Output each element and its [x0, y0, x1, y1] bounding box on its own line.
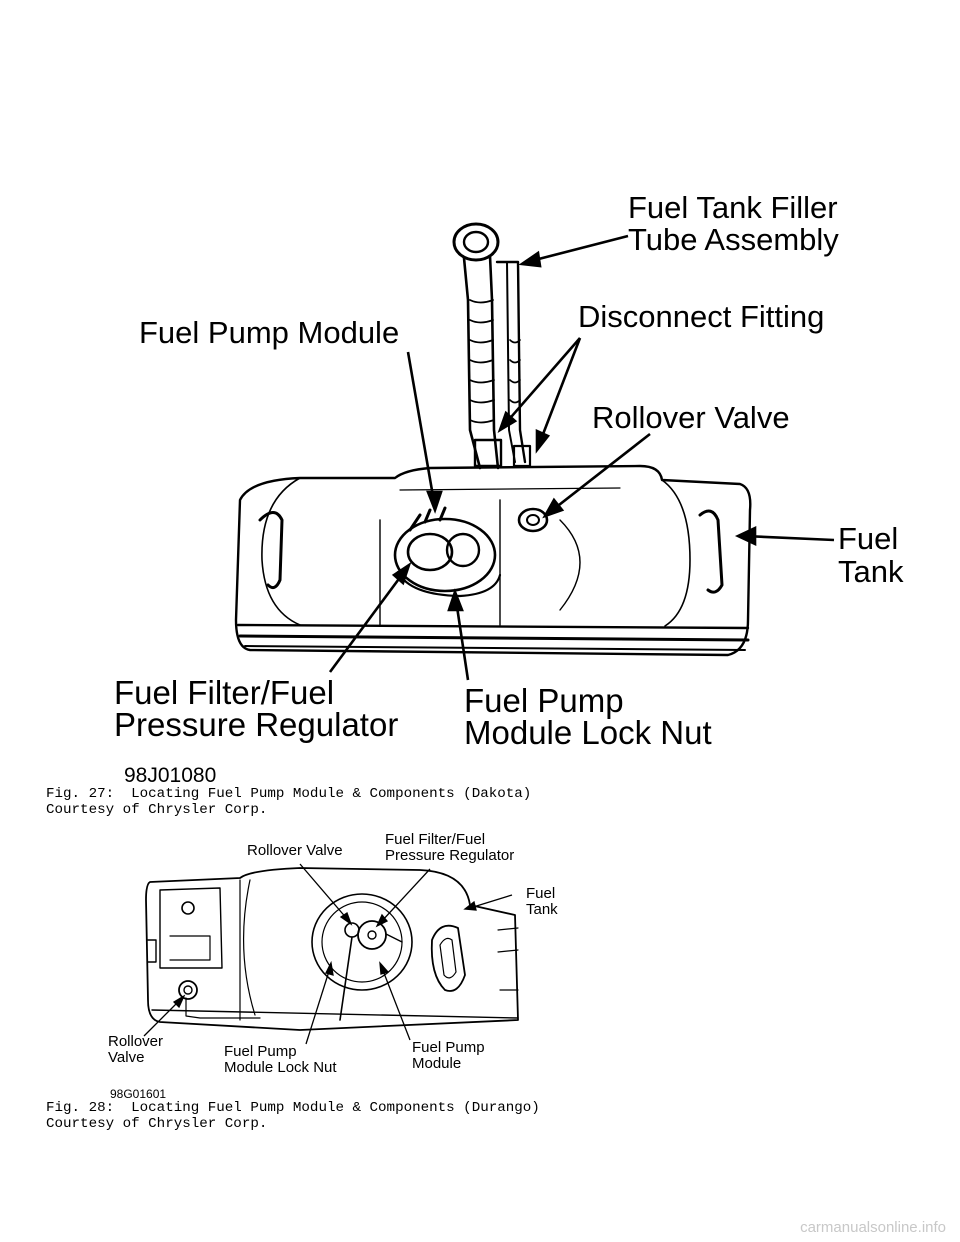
label-filler-tube-line2: Tube Assembly [628, 222, 839, 257]
label-durango-lock-nut-line2: Module Lock Nut [224, 1059, 337, 1076]
figure-28-code: 98G01601 [110, 1087, 167, 1101]
label-fuel-pump-module: Fuel Pump Module [139, 315, 400, 350]
figure-27-credit: Courtesy of Chrysler Corp. [46, 802, 268, 818]
label-rollover-valve: Rollover Valve [592, 400, 790, 435]
label-durango-filter-line1: Fuel Filter/Fuel [385, 831, 486, 848]
dakota-pump-module [393, 517, 497, 593]
label-lock-nut-line1: Fuel Pump [464, 682, 624, 719]
dakota-fuel-tank [234, 464, 752, 657]
label-fuel-tank-line1: Fuel [838, 521, 899, 556]
label-filter-regulator-line1: Fuel Filter/Fuel [114, 674, 335, 711]
durango-fuel-tank [145, 867, 519, 1031]
label-filler-tube-line1: Fuel Tank Filler [628, 190, 838, 225]
label-disconnect-fitting: Disconnect Fitting [578, 299, 825, 334]
figure-28-credit: Courtesy of Chrysler Corp. [46, 1116, 268, 1132]
figure-28-caption: Fig. 28: Locating Fuel Pump Module & Com… [46, 1100, 540, 1116]
label-durango-rollover-left-line1: Rollover [108, 1033, 164, 1050]
label-durango-rollover-valve: Rollover Valve [247, 842, 343, 859]
label-durango-tank-line1: Fuel [526, 885, 556, 902]
durango-rollover-valve-left [178, 980, 198, 1000]
label-durango-rollover-left-line2: Valve [108, 1049, 145, 1066]
dakota-filler-cap [452, 222, 500, 262]
label-durango-filter-line2: Pressure Regulator [385, 847, 515, 864]
label-durango-pump-module-line2: Module [412, 1055, 462, 1072]
label-filter-regulator-line2: Pressure Regulator [114, 706, 399, 743]
label-lock-nut-line2: Module Lock Nut [464, 714, 712, 751]
watermark: carmanualsonline.info [800, 1219, 946, 1236]
label-durango-pump-module-line1: Fuel Pump [412, 1039, 485, 1056]
label-durango-lock-nut-line1: Fuel Pump [224, 1043, 297, 1060]
label-fuel-tank-line2: Tank [838, 554, 904, 589]
figure-27-diagram [234, 222, 835, 681]
dakota-rollover-valve [517, 507, 549, 533]
label-durango-tank-line2: Tank [526, 901, 558, 918]
durango-pump-module [311, 893, 413, 991]
figure-27-code: 98J01080 [124, 764, 217, 787]
figure-27-caption: Fig. 27: Locating Fuel Pump Module & Com… [46, 786, 532, 802]
